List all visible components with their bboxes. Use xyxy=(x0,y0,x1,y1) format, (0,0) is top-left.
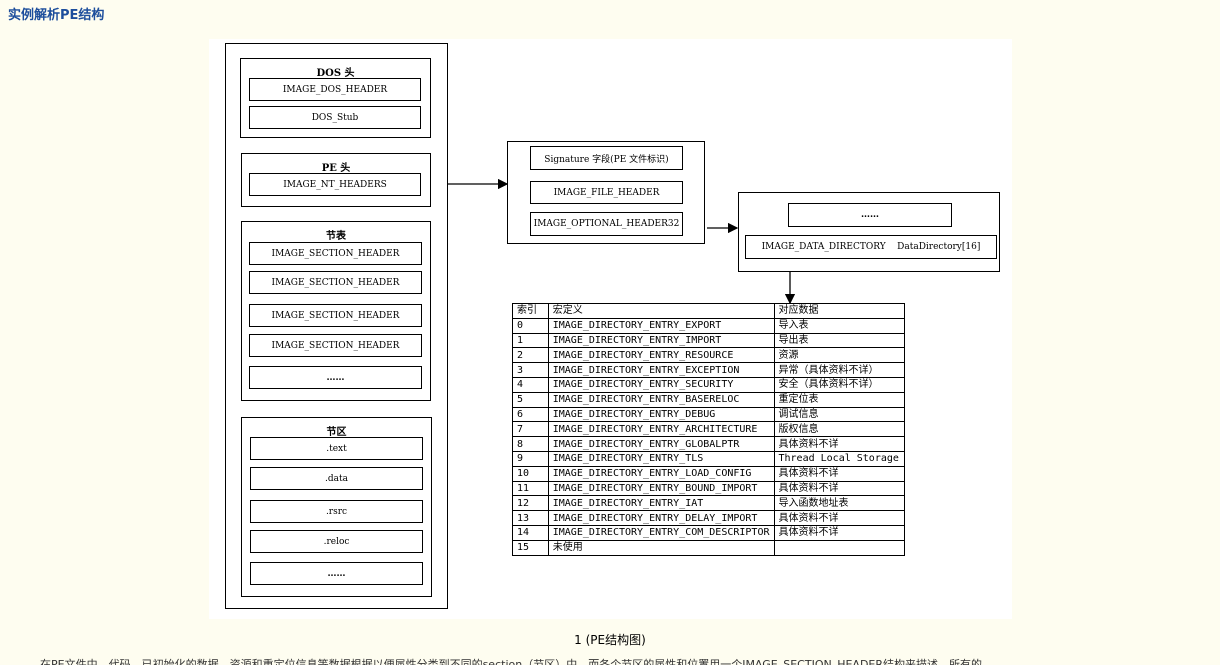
table-cell: 8 xyxy=(512,436,549,452)
sections-label: 节区 xyxy=(326,427,347,438)
table-cell: 未使用 xyxy=(547,539,775,556)
table-cell: 3 xyxy=(512,362,549,378)
table-cell: 导入函数地址表 xyxy=(773,495,905,512)
table-header-cell: 索引 xyxy=(512,303,549,319)
table-cell: 7 xyxy=(512,421,549,438)
section-table-item: IMAGE_SECTION_HEADER xyxy=(249,242,422,265)
table-cell: 安全（具体资料不详） xyxy=(773,376,905,393)
nt-headers-item: Signature 字段(PE 文件标识) xyxy=(530,146,683,170)
table-cell: IMAGE_DIRECTORY_ENTRY_IMPORT xyxy=(547,332,775,349)
nt-headers-item: IMAGE_FILE_HEADER xyxy=(530,181,683,204)
section-table-item: IMAGE_SECTION_HEADER xyxy=(249,271,422,294)
pe-item: IMAGE_NT_HEADERS xyxy=(249,173,421,196)
table-header-cell: 宏定义 xyxy=(547,303,775,319)
table-cell: 具体资料不详 xyxy=(773,480,905,497)
table-cell: 调试信息 xyxy=(773,406,905,423)
dos-item: IMAGE_DOS_HEADER xyxy=(249,78,421,101)
table-cell: 6 xyxy=(512,406,549,423)
figure-caption: 1 (PE结构图) xyxy=(574,633,646,647)
pe-structure-diagram: DOS 头 IMAGE_DOS_HEADER DOS_Stub PE 头 IMA… xyxy=(209,39,1012,619)
table-cell: 11 xyxy=(512,480,549,497)
page-title[interactable]: 实例解析PE结构 xyxy=(8,8,105,23)
table-cell: 资源 xyxy=(773,347,905,364)
table-cell: IMAGE_DIRECTORY_ENTRY_DELAY_IMPORT xyxy=(547,510,775,526)
table-cell: 13 xyxy=(512,510,549,526)
table-cell: 12 xyxy=(512,495,549,512)
table-cell: 1 xyxy=(512,332,549,349)
table-cell: 导入表 xyxy=(773,317,905,334)
table-cell: 2 xyxy=(512,347,549,364)
table-cell: 具体资料不详 xyxy=(773,436,905,452)
table-cell: 具体资料不详 xyxy=(773,524,905,541)
section-item: .text xyxy=(250,437,423,460)
table-cell: IMAGE_DIRECTORY_ENTRY_TLS xyxy=(547,450,775,467)
table-header-cell: 对应数据 xyxy=(773,303,905,319)
table-cell: 具体资料不详 xyxy=(773,465,905,482)
table-cell: IMAGE_DIRECTORY_ENTRY_BASERELOC xyxy=(547,391,775,408)
table-cell: IMAGE_DIRECTORY_ENTRY_GLOBALPTR xyxy=(547,436,775,452)
table-cell: 9 xyxy=(512,450,549,467)
table-cell: 5 xyxy=(512,391,549,408)
table-header-row: 索引宏定义对应数据 xyxy=(512,303,905,319)
nt-headers-item: IMAGE_OPTIONAL_HEADER32 xyxy=(530,212,683,236)
table-cell: 导出表 xyxy=(773,332,905,349)
table-cell: IMAGE_DIRECTORY_ENTRY_BOUND_IMPORT xyxy=(547,480,775,497)
dos-item: DOS_Stub xyxy=(249,106,421,129)
table-cell: IMAGE_DIRECTORY_ENTRY_SECURITY xyxy=(547,376,775,393)
table-cell: IMAGE_DIRECTORY_ENTRY_ARCHITECTURE xyxy=(547,421,775,438)
table-cell xyxy=(773,539,905,556)
table-cell: IMAGE_DIRECTORY_ENTRY_RESOURCE xyxy=(547,347,775,364)
section-table-label: 节表 xyxy=(326,231,346,242)
table-cell: IMAGE_DIRECTORY_ENTRY_EXPORT xyxy=(547,317,775,334)
table-cell: 14 xyxy=(512,524,549,541)
table-cell: 0 xyxy=(512,317,549,334)
table-cell: IMAGE_DIRECTORY_ENTRY_LOAD_CONFIG xyxy=(547,465,775,482)
table-cell: IMAGE_DIRECTORY_ENTRY_IAT xyxy=(547,495,775,512)
table-cell: 4 xyxy=(512,376,549,393)
section-item: .data xyxy=(250,467,423,490)
section-item: .rsrc xyxy=(250,500,423,523)
optional-header-item: IMAGE_DATA_DIRECTORY DataDirectory[16] xyxy=(745,235,997,259)
table-cell: 10 xyxy=(512,465,549,482)
section-table-item: …… xyxy=(249,366,422,389)
pe-header-label: PE 头 xyxy=(321,163,351,174)
table-cell: 异常（具体资料不详） xyxy=(773,362,905,378)
section-item: …… xyxy=(250,562,423,585)
section-table-item: IMAGE_SECTION_HEADER xyxy=(249,334,422,357)
table-cell: IMAGE_DIRECTORY_ENTRY_COM_DESCRIPTOR xyxy=(547,524,775,541)
table-cell: 重定位表 xyxy=(773,391,905,408)
body-text: 在PE文件中，代码、已初始化的数据、资源和重定位信息等数据根据以便属性分类到不同… xyxy=(40,658,983,665)
section-table-item: IMAGE_SECTION_HEADER xyxy=(249,304,422,327)
dos-header-label: DOS 头 xyxy=(316,68,355,79)
table-cell: IMAGE_DIRECTORY_ENTRY_DEBUG xyxy=(547,406,775,423)
optional-header-item: …… xyxy=(788,203,952,227)
table-cell: IMAGE_DIRECTORY_ENTRY_EXCEPTION xyxy=(547,362,775,378)
table-cell: 具体资料不详 xyxy=(773,510,905,526)
table-cell: Thread Local Storage xyxy=(773,450,905,467)
table-cell: 15 xyxy=(512,539,549,556)
section-item: .reloc xyxy=(250,530,423,553)
table-cell: 版权信息 xyxy=(773,421,905,438)
